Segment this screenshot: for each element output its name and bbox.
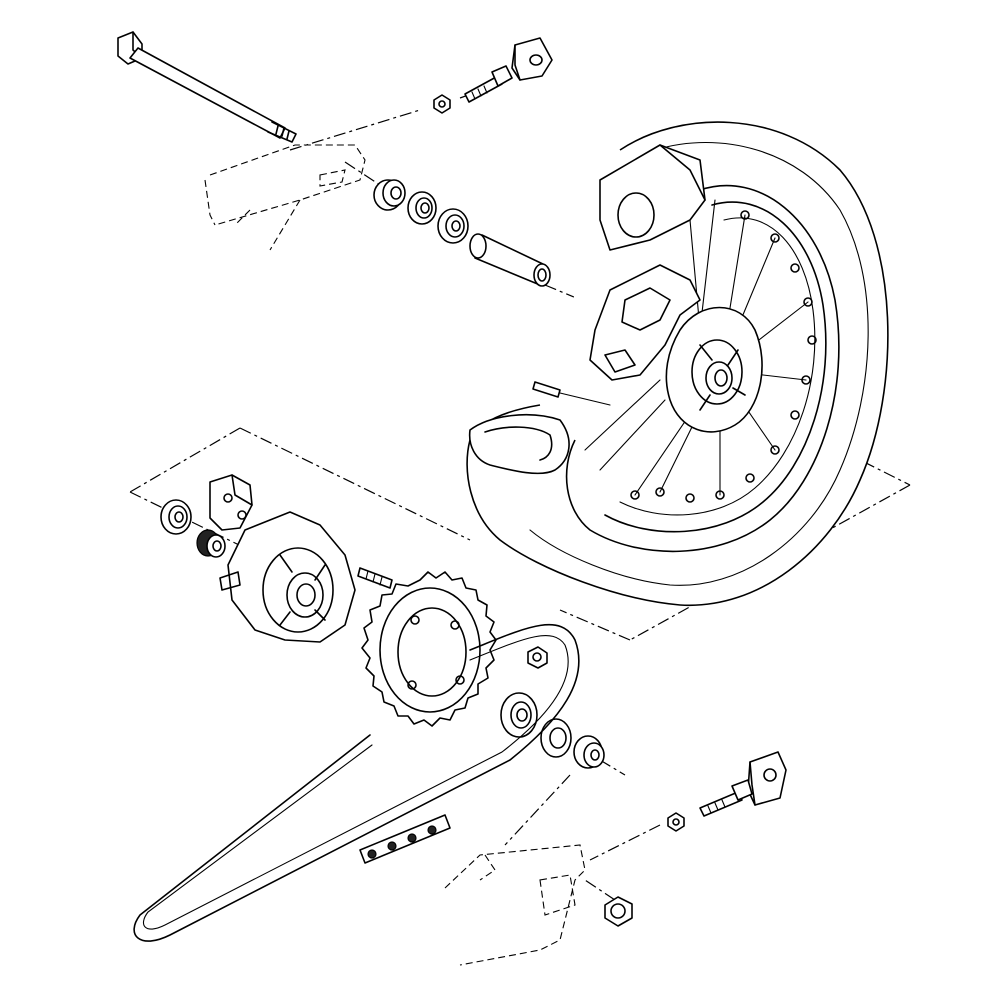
collar-top: [373, 179, 406, 211]
rear-sprocket: [361, 571, 497, 727]
drive-chain: [133, 624, 580, 942]
bearing-lower-left: [160, 499, 192, 535]
sprocket-carrier: [219, 511, 356, 643]
swingarm-left-ghost: [204, 144, 366, 251]
tire-cutaway: [468, 414, 570, 475]
collar-black: [196, 529, 226, 558]
chain-link-joint: [359, 814, 451, 864]
sprocket-nut: [527, 646, 548, 669]
spacer-tube: [469, 233, 551, 287]
bearing-lower-right: [500, 692, 538, 738]
adjuster-bolt-bottom: [699, 779, 753, 817]
axle-shaft: [117, 31, 297, 143]
tire-section-top: [599, 144, 706, 251]
rim-spoke-nipples: [630, 210, 817, 503]
axle-nut: [604, 896, 633, 927]
bearing-top-1: [407, 191, 437, 225]
oil-seal: [540, 718, 572, 758]
bearing-top-2: [437, 208, 469, 244]
swingarm-right-ghost: [444, 844, 586, 966]
collar-lower: [573, 735, 605, 769]
nut-top: [433, 94, 451, 114]
hub-damper-block: [209, 474, 253, 531]
wheel-hub: [665, 306, 763, 433]
valve-stem: [532, 381, 611, 406]
chain-adjuster-top: [511, 37, 553, 81]
sprocket-stud: [357, 567, 393, 589]
chain-adjuster-bottom: [747, 751, 787, 806]
adjuster-bolt-top: [464, 65, 513, 103]
brake-disc-mount: [589, 264, 701, 381]
nut-bottom: [667, 812, 685, 832]
